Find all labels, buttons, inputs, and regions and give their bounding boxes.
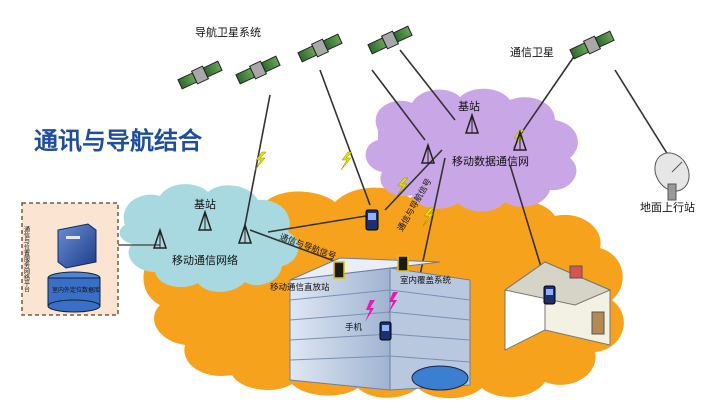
tower-icon (420, 142, 436, 164)
tower-icon (152, 227, 168, 249)
mobile-data-cloud (365, 88, 578, 212)
label-server-db: 室内外定位数据库 (52, 286, 100, 294)
label-mobile-repeater: 移动通信直放站 (270, 282, 330, 293)
ground-station-dish-icon (654, 152, 690, 201)
tower-icons (152, 112, 528, 249)
indoor-antenna-icon (397, 255, 409, 272)
repeater-icon (333, 261, 345, 279)
mobile-network-cloud (119, 184, 299, 292)
label-indoor-distribution: 室内覆盖系统 (400, 275, 452, 286)
office-building (289, 257, 471, 391)
label-mobile-data-network: 移动数据通信网 (452, 154, 529, 168)
tower-icon (464, 112, 480, 134)
tower-icon (197, 209, 213, 231)
mobile-phone-icon (379, 321, 392, 341)
label-ground-uplink: 地面上行站 (640, 200, 695, 214)
label-nav-satellite-system: 导航卫星系统 (195, 25, 261, 39)
label-base-station-left: 基站 (194, 197, 216, 211)
label-phone: 手机 (345, 322, 363, 333)
satellite-icon (367, 25, 413, 55)
label-comm-satellite: 通信卫星 (510, 46, 554, 59)
navigation-satellites (177, 25, 615, 90)
comm-satellite-icon (569, 30, 615, 60)
label-mobile-network: 移动通信网络 (172, 253, 238, 267)
server-icon (57, 223, 97, 269)
satellite-icon (177, 60, 223, 90)
mobile-phone-icon (543, 285, 556, 305)
indoor-signals (365, 292, 398, 322)
label-base-station-top: 基站 (458, 99, 480, 113)
phone-icons (333, 209, 556, 341)
tower-icon (512, 129, 528, 151)
label-server-platform: 通信与位置服务网络平台 (23, 225, 30, 293)
satellite-icon (235, 55, 281, 85)
tower-icon (237, 222, 253, 244)
database-icon (47, 271, 101, 313)
satellite-icon (297, 33, 343, 63)
page-title: 通讯与导航结合 (34, 127, 203, 155)
mobile-phone-icon (365, 209, 379, 231)
house (503, 261, 612, 351)
